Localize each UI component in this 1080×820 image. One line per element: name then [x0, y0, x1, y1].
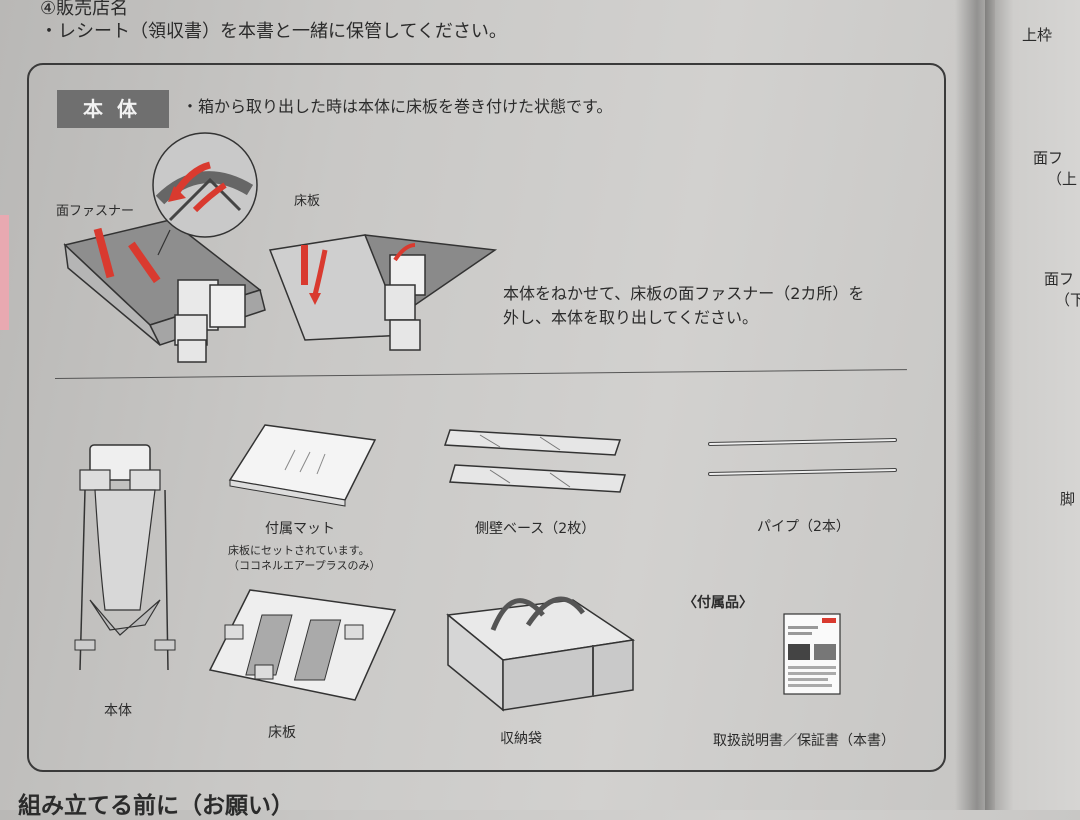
pink-page-tab: [0, 215, 9, 330]
bottom-section-title: 組み立てる前に（お願い）: [18, 793, 294, 819]
facing-page: [985, 0, 1080, 810]
right-label-fastener-upper-b: （上: [1047, 170, 1078, 188]
right-label-upper-frame: 上枠: [1022, 26, 1053, 44]
manual-booklet-illustration: [783, 613, 841, 695]
right-label-leg: 脚: [1060, 490, 1076, 508]
instruction-line-2: 外し、本体を取り出してください。: [503, 308, 759, 327]
rolled-unit-illustration: [63, 132, 266, 363]
label-main-unit: 本体: [104, 703, 132, 719]
floorboard-illustration: [208, 589, 397, 701]
label-manual-warranty: 取扱説明書／保証書（本書）: [713, 733, 895, 749]
header-receipt-note: ・レシート（領収書）を本書と一緒に保管してください。: [40, 21, 507, 42]
header-store-name: ④販売店名: [40, 0, 129, 19]
label-floorboard: 床板: [268, 725, 296, 741]
unrolling-floorboard-illustration: [268, 234, 498, 351]
instruction-line-1: 本体をねかせて、床板の面ファスナー（2カ所）を: [503, 284, 865, 303]
label-storage-bag: 収納袋: [500, 731, 542, 747]
callout-fastener: 面ファスナー: [56, 204, 135, 219]
right-label-fastener-upper-a: 面フ: [1033, 149, 1064, 167]
side-wall-base-illustration: [443, 429, 626, 493]
contents-box: [27, 63, 946, 772]
page-gutter-shadow: [955, 0, 995, 810]
pipes-illustration: [708, 438, 897, 476]
section-badge-main-unit: 本体: [57, 90, 169, 128]
label-side-wall-base: 側壁ベース（2枚）: [475, 521, 596, 537]
storage-bag-illustration: [446, 596, 636, 712]
accessories-title: 〈付属品〉: [683, 595, 753, 611]
main-unit-folded-illustration: [74, 444, 176, 671]
callout-floorboard: 床板: [294, 194, 321, 209]
mat-illustration: [228, 424, 377, 507]
right-label-fastener-lower-a: 面フ: [1044, 270, 1075, 288]
mat-note-1: 床板にセットされています。: [228, 544, 370, 557]
right-label-fastener-lower-b: （下: [1055, 291, 1080, 309]
mat-note-2: （ココネルエアープラスのみ）: [228, 559, 381, 572]
label-mat: 付属マット: [265, 521, 335, 537]
label-pipes: パイプ（2本）: [757, 519, 850, 535]
intro-text: ・箱から取り出した時は本体に床板を巻き付けた状態です。: [182, 97, 613, 116]
